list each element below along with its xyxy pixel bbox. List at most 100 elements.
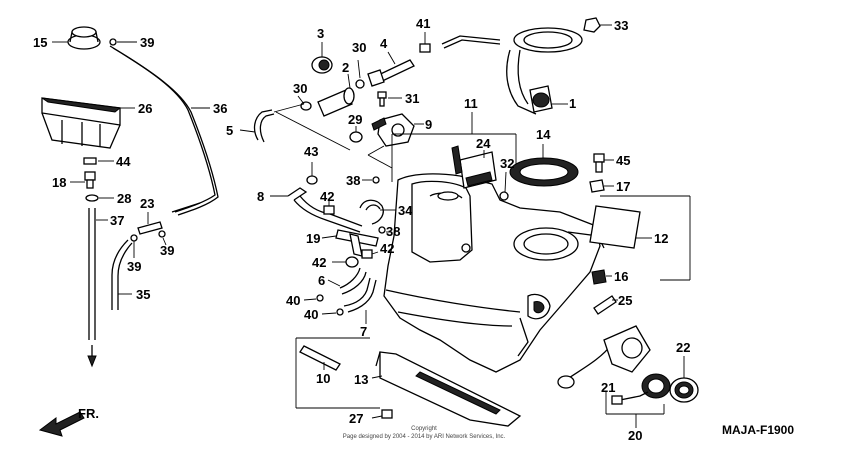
callout-14: 14 — [536, 127, 551, 142]
callout-18: 18 — [52, 175, 66, 190]
callout-30b: 30 — [293, 81, 307, 96]
callout-38a: 38 — [346, 173, 360, 188]
part-25 — [593, 295, 618, 315]
part-16 — [591, 269, 612, 285]
sender-bracket-20 — [605, 392, 665, 428]
part-hose-34 — [359, 199, 396, 225]
part-3 — [311, 42, 333, 74]
callout-labels: 1 2 3 4 5 6 7 8 9 10 11 12 13 14 15 16 1… — [33, 16, 690, 443]
callout-2: 2 — [342, 60, 349, 75]
callout-42c: 42 — [312, 255, 326, 270]
part-hose-5 — [239, 103, 305, 143]
callout-22: 22 — [676, 340, 690, 355]
part-tube-35 — [111, 239, 133, 310]
part-hose-7 — [343, 277, 377, 324]
part-29 — [349, 126, 363, 143]
callout-35: 35 — [136, 287, 150, 302]
part-clip-top — [109, 38, 137, 46]
callout-10: 10 — [316, 371, 330, 386]
callout-9: 9 — [425, 117, 432, 132]
part-clips-40 — [303, 294, 344, 316]
callout-33: 33 — [614, 18, 628, 33]
part-bolt-45 — [593, 153, 614, 173]
callout-39a: 39 — [140, 35, 154, 50]
callout-21: 21 — [601, 380, 615, 395]
part-10 — [295, 337, 380, 409]
part-bolt-18 — [70, 171, 96, 189]
callout-30a: 30 — [352, 40, 366, 55]
part-joint-19 — [321, 229, 379, 257]
callout-5: 5 — [226, 123, 233, 138]
callout-42b: 42 — [380, 241, 394, 256]
callout-13: 13 — [354, 372, 368, 387]
part-bolt-31 — [377, 91, 402, 107]
callout-28: 28 — [117, 191, 131, 206]
part-separator-tray — [41, 97, 135, 149]
callout-12: 12 — [654, 231, 668, 246]
callout-4: 4 — [380, 36, 388, 51]
callout-8: 8 — [257, 189, 264, 204]
callout-7: 7 — [360, 324, 367, 339]
part-41 — [419, 32, 431, 53]
part-undertray-13 — [371, 351, 522, 427]
callout-25: 25 — [618, 293, 632, 308]
front-direction-arrow: FR. — [38, 406, 99, 437]
part-nut-33 — [583, 17, 612, 33]
callout-44: 44 — [116, 154, 131, 169]
callout-23: 23 — [140, 196, 154, 211]
callout-16: 16 — [614, 269, 628, 284]
part-hose-6 — [327, 267, 367, 295]
callout-45: 45 — [616, 153, 630, 168]
callout-19: 19 — [306, 231, 320, 246]
part-fuel-pump-1 — [441, 27, 583, 115]
part-nut-17 — [589, 179, 614, 193]
callout-39c: 39 — [160, 243, 174, 258]
callout-1: 1 — [569, 96, 576, 111]
callout-31: 31 — [405, 91, 419, 106]
part-pump-9 — [371, 113, 424, 147]
callout-20: 20 — [628, 428, 642, 443]
callout-39b: 39 — [127, 259, 141, 274]
part-drain-tube — [87, 208, 108, 368]
callout-37: 37 — [110, 213, 124, 228]
part-ring-22 — [669, 356, 699, 403]
callout-6: 6 — [318, 273, 325, 288]
part-joint-23 — [130, 212, 167, 258]
callout-27: 27 — [349, 411, 363, 426]
callout-42a: 42 — [320, 189, 334, 204]
callout-38b: 38 — [386, 224, 400, 239]
copyright-line-1: Copyright — [411, 426, 437, 432]
part-32 — [499, 171, 509, 201]
part-bolt-27 — [371, 409, 393, 419]
callout-15: 15 — [33, 35, 47, 50]
callout-32: 32 — [500, 156, 514, 171]
part-4 — [367, 51, 415, 87]
callout-26: 26 — [138, 101, 152, 116]
part-fuel-tank — [383, 173, 605, 373]
diagram-code: MAJA-F1900 — [722, 423, 794, 437]
callout-29: 29 — [348, 112, 362, 127]
part-fittings-42 — [323, 200, 379, 268]
callout-17: 17 — [616, 179, 630, 194]
part-plate-12 — [589, 205, 652, 249]
callout-34: 34 — [398, 203, 413, 218]
part-gasket-14 — [509, 144, 579, 187]
part-clip-44 — [83, 157, 114, 165]
callout-43: 43 — [304, 144, 318, 159]
callout-40a: 40 — [286, 293, 300, 308]
part-label-24 — [451, 145, 497, 189]
callout-3: 3 — [317, 26, 324, 41]
callout-11: 11 — [464, 96, 478, 111]
part-filler-cap — [52, 26, 101, 50]
callout-36: 36 — [213, 101, 227, 116]
part-breather-tube — [109, 45, 216, 213]
callout-24: 24 — [476, 136, 491, 151]
part-clips-38 — [362, 176, 392, 234]
copyright-line-2: Page designed by 2004 - 2014 by ARI Netw… — [343, 434, 506, 440]
callout-41: 41 — [416, 16, 430, 31]
part-washer-28 — [85, 194, 114, 202]
part-sender-21 — [557, 325, 671, 405]
callout-40b: 40 — [304, 307, 318, 322]
part-fuel-filter — [297, 59, 365, 117]
